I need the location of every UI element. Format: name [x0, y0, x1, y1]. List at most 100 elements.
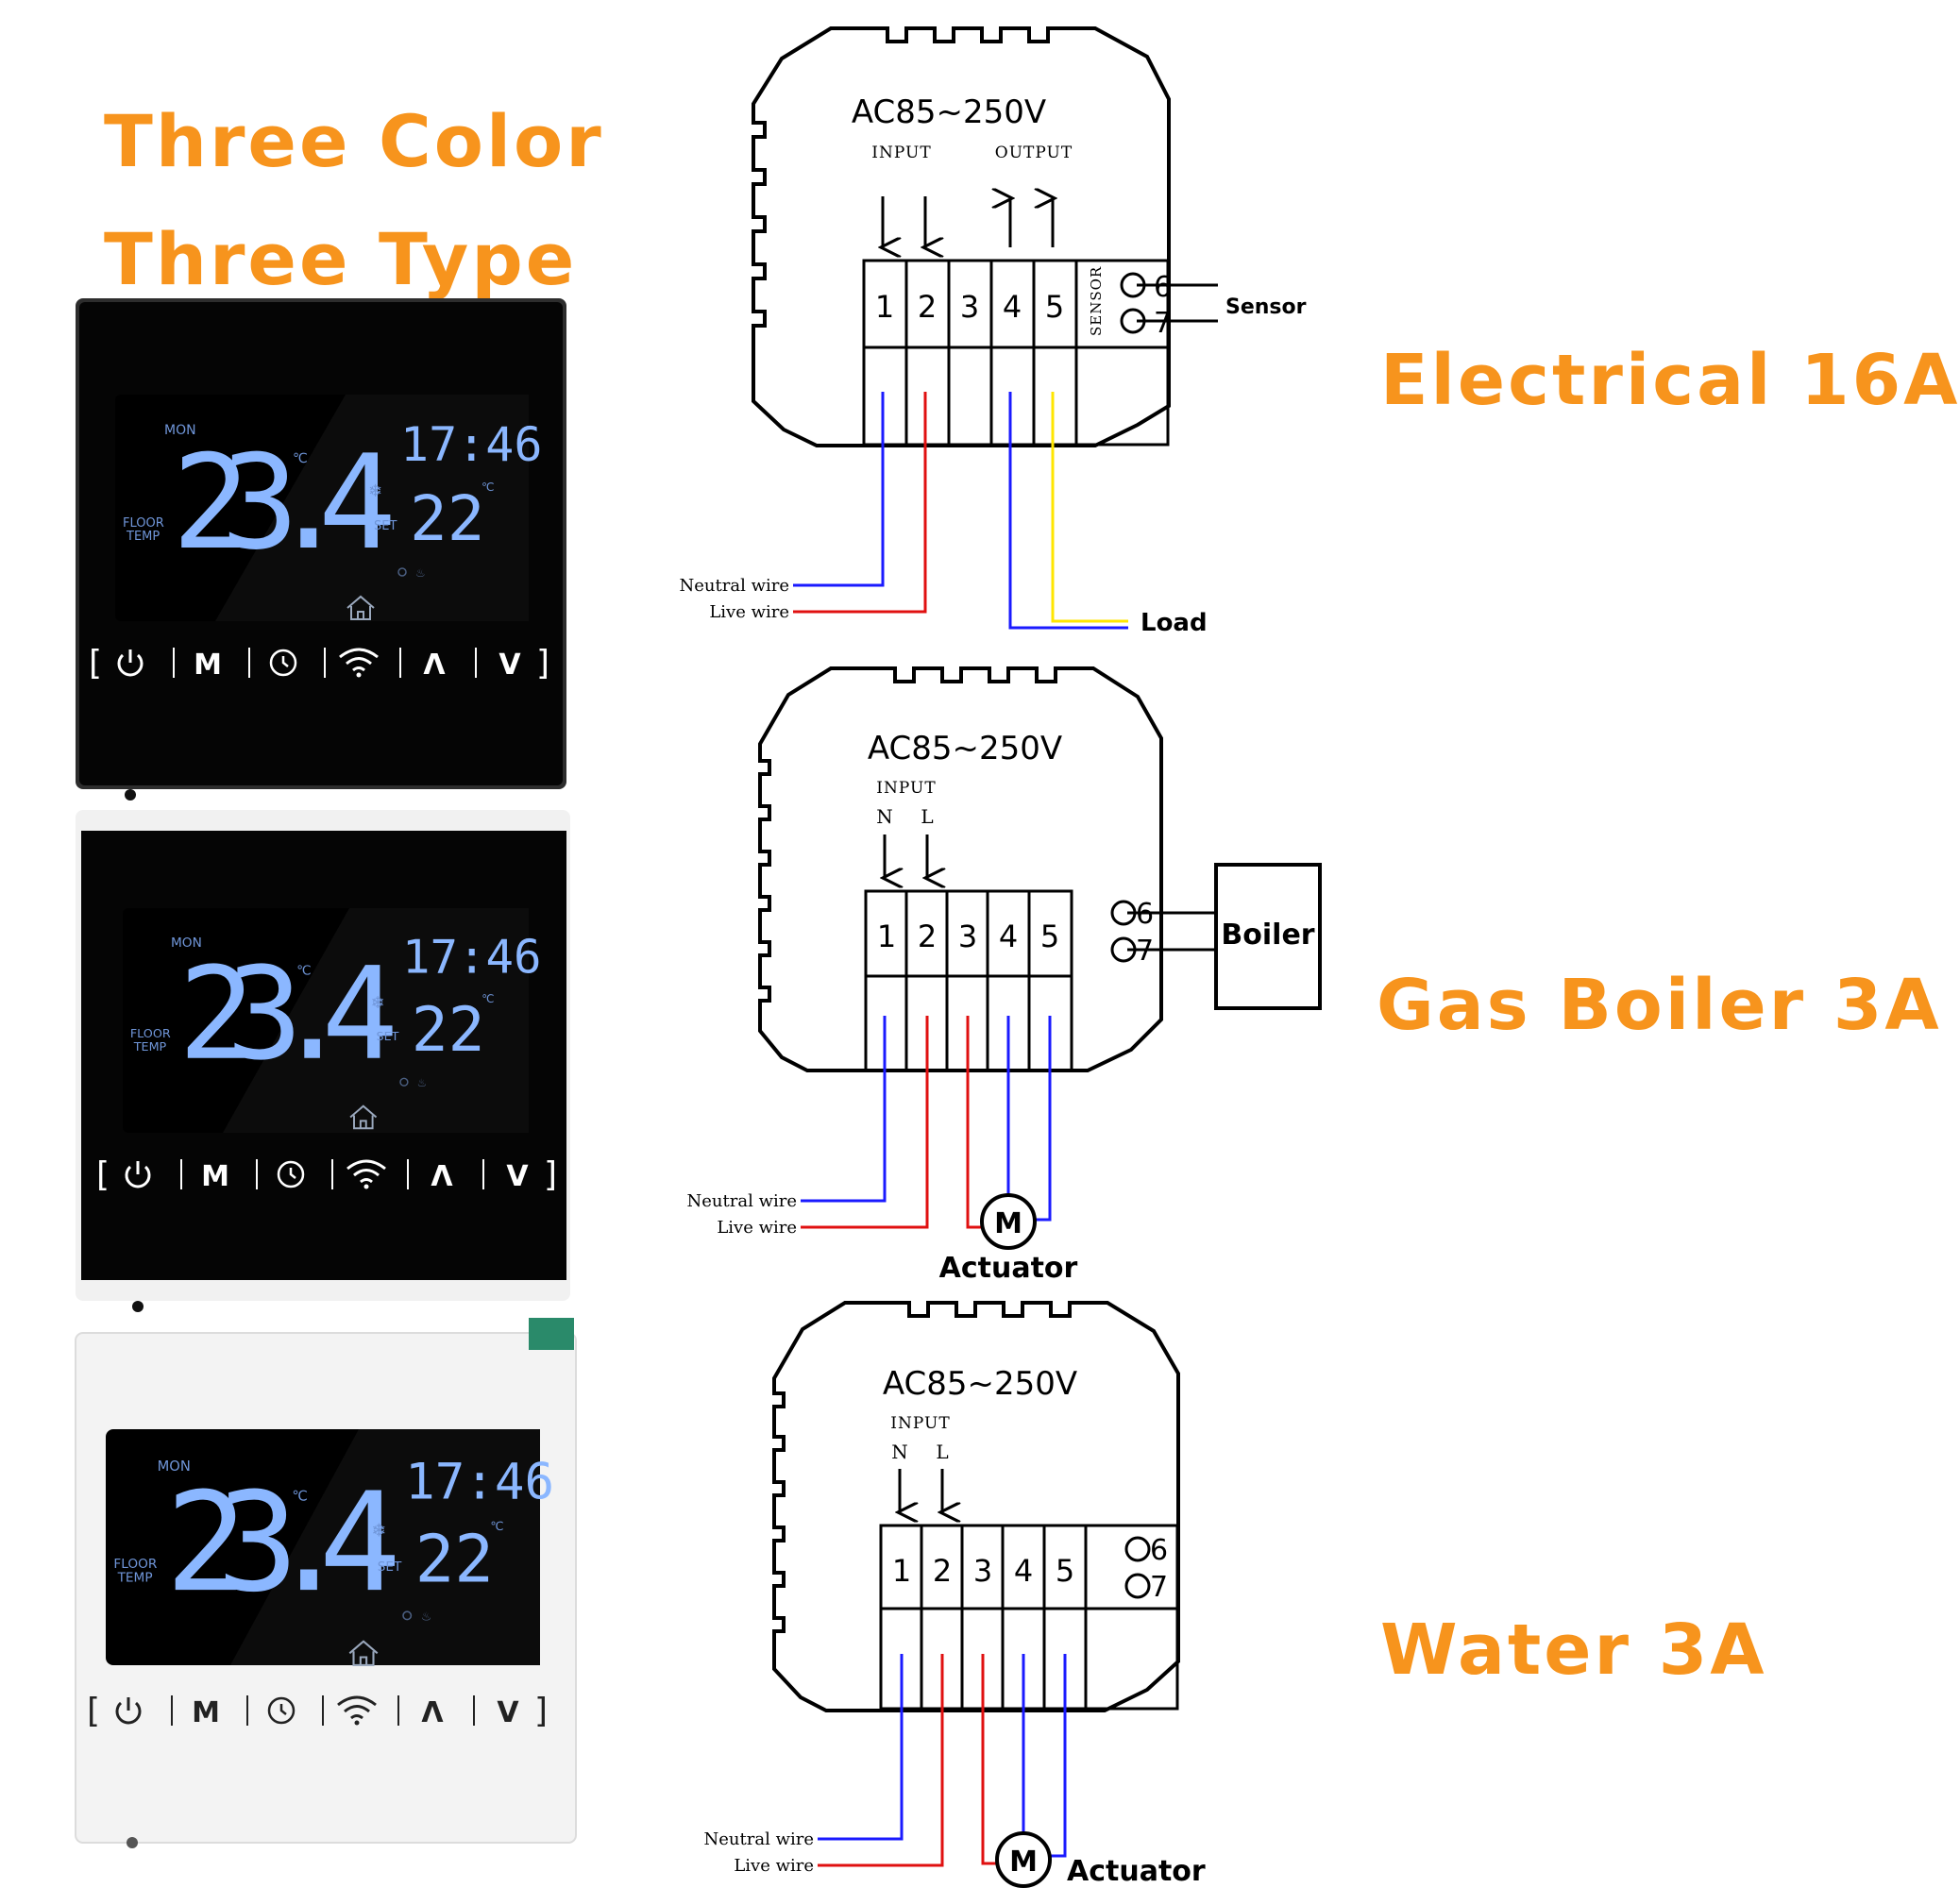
snowflake-icon: ❄ [368, 481, 382, 501]
svg-text:Actuator: Actuator [1067, 1855, 1206, 1888]
type-label-water: Water 3A [1380, 1610, 1767, 1691]
day-label: MON [164, 423, 196, 438]
svg-text:M: M [1009, 1846, 1038, 1879]
mode-button[interactable]: M [192, 1696, 220, 1729]
svg-text:5: 5 [1040, 919, 1059, 954]
svg-text:℃: ℃ [490, 1519, 503, 1533]
room-temperature: 23.4 [165, 1464, 396, 1623]
room-temperature: 23.4 [178, 939, 393, 1088]
temp-label: TEMP [126, 530, 160, 544]
clock-button[interactable] [269, 649, 297, 677]
set-temperature: 22 [412, 995, 485, 1066]
clock-time: 17:46 [400, 417, 543, 472]
live-wire-label: Live wire [709, 602, 789, 622]
svg-text:Neutral wire: Neutral wire [687, 1191, 797, 1211]
snowflake-icon: ❄ [371, 994, 385, 1013]
set-label: SET [374, 519, 397, 533]
svg-text:4: 4 [999, 919, 1018, 954]
wifi-button[interactable] [346, 1159, 386, 1189]
clock-button[interactable] [277, 1160, 305, 1188]
bracket-left: [ [96, 1155, 110, 1194]
svg-text:Live wire: Live wire [734, 1856, 814, 1876]
heat-icon: ♨ [421, 1610, 431, 1624]
home-icon [346, 595, 375, 620]
floor-label: FLOOR [123, 516, 164, 531]
load-label: Load [1141, 609, 1208, 637]
home-icon [349, 1104, 378, 1130]
set-temperature: 22 [415, 1523, 494, 1598]
snowflake-icon: ❄ [371, 1520, 386, 1541]
day-label: MON [171, 936, 202, 951]
wifi-button[interactable] [337, 1695, 377, 1726]
clock-button[interactable] [267, 1696, 296, 1725]
wiring-diagram-water: AC85~250V INPUT N L 1 2 3 4 5 6 7 M Actu… [704, 1301, 1206, 1888]
terminal-4: 4 [1003, 289, 1022, 325]
power-button[interactable] [125, 1161, 151, 1188]
terminal-6: 6 [1154, 271, 1172, 304]
svg-text:℃: ℃ [482, 480, 494, 494]
set-label: SET [377, 1030, 399, 1044]
bracket-left: [ [87, 1692, 100, 1730]
figure-canvas: AC85~250V INPUT OUTPUT 1 2 3 4 5 SENSOR … [75, 26, 1322, 1888]
down-button[interactable]: V [506, 1160, 529, 1193]
motor-icon [980, 1193, 1037, 1250]
svg-text:AC85~250V: AC85~250V [883, 1365, 1077, 1403]
down-button[interactable]: V [498, 649, 521, 682]
motor-label: M [994, 1207, 1022, 1240]
power-button[interactable] [115, 1697, 142, 1725]
mode-button[interactable]: M [201, 1160, 229, 1193]
floor-label: FLOOR [130, 1027, 171, 1041]
wifi-button[interactable] [339, 648, 379, 678]
degree-unit: ℃ [292, 1489, 308, 1505]
svg-text:7: 7 [1150, 1571, 1168, 1604]
clock-time: 17:46 [405, 1454, 554, 1511]
home-icon [348, 1640, 379, 1666]
bracket-right: ] [536, 644, 549, 683]
day-label: MON [158, 1458, 191, 1475]
clock-small-icon [399, 1077, 409, 1087]
wiring-diagram-gas-boiler: AC85~250V INPUT N L 1 2 3 4 5 6 7 Boiler [687, 666, 1322, 1285]
degree-unit: ℃ [296, 964, 311, 979]
bracket-right: ] [544, 1155, 557, 1194]
wiring-diagram-electrical: AC85~250V INPUT OUTPUT 1 2 3 4 5 SENSOR … [680, 26, 1307, 637]
svg-text:L: L [936, 1441, 948, 1463]
svg-text:2: 2 [918, 919, 937, 954]
svg-text:4: 4 [1014, 1553, 1033, 1589]
output-label: OUTPUT [995, 143, 1073, 162]
up-button[interactable]: Λ [421, 1696, 444, 1729]
svg-text:3: 3 [973, 1553, 992, 1589]
svg-text:INPUT: INPUT [890, 1414, 950, 1433]
terminal-2: 2 [918, 289, 937, 325]
svg-text:6: 6 [1150, 1534, 1168, 1567]
svg-text:AC85~250V: AC85~250V [868, 730, 1062, 767]
up-button[interactable]: Λ [431, 1160, 453, 1193]
svg-text:N: N [891, 1441, 908, 1463]
thermostat-black-white [76, 810, 570, 1312]
button-row-black-white: [] M Λ V [96, 1155, 557, 1194]
type-label-gas-boiler: Gas Boiler 3A [1377, 965, 1942, 1046]
up-button[interactable]: Λ [423, 649, 446, 682]
temp-label: TEMP [133, 1040, 167, 1054]
boiler-label: Boiler [1221, 919, 1314, 952]
svg-text:INPUT: INPUT [876, 779, 936, 798]
n-label: N [876, 805, 893, 828]
svg-text:2: 2 [933, 1553, 952, 1589]
terminal-7: 7 [1154, 307, 1172, 340]
power-button[interactable] [117, 649, 144, 677]
clock-small-icon [397, 567, 407, 577]
down-button[interactable]: V [497, 1696, 519, 1729]
svg-text:Live wire: Live wire [717, 1218, 797, 1238]
temp-label: TEMP [117, 1571, 153, 1586]
type-label-electrical: Electrical 16A [1380, 340, 1960, 421]
svg-text:5: 5 [1056, 1553, 1074, 1589]
mode-button[interactable]: M [194, 649, 222, 682]
svg-text:3: 3 [958, 919, 977, 954]
headline-three-color: Three Color [104, 99, 604, 183]
heat-icon: ♨ [417, 1076, 428, 1089]
sensor-vertical-label: SENSOR [1088, 266, 1105, 336]
